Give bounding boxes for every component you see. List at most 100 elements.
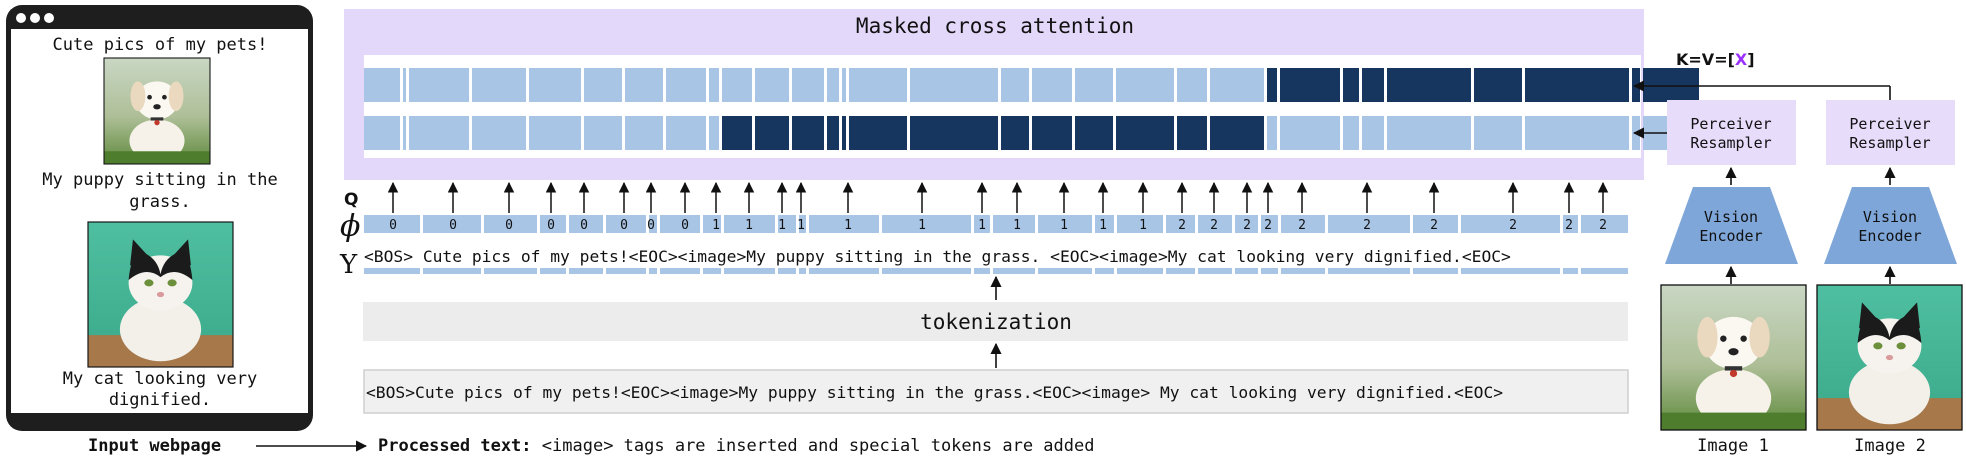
encoder-1-line1: Vision: [1704, 208, 1758, 226]
webpage-caption-cat-line1: My cat looking very: [63, 369, 257, 389]
processed-caption: Processed text: <image> tags are inserte…: [378, 436, 1094, 456]
token-bar-separator: [1560, 268, 1563, 274]
attention-cell: [1075, 68, 1113, 102]
attention-cell: [1525, 68, 1629, 102]
tokenization-label: tokenization: [920, 310, 1072, 334]
encoder-2-line2: Encoder: [1858, 227, 1921, 245]
attention-cell: [1387, 116, 1471, 150]
attention-cell: [1362, 68, 1384, 102]
phi-value: 0: [547, 218, 555, 233]
attention-cell: [842, 68, 846, 102]
phi-value: 1: [844, 218, 852, 233]
resampler-2-line1: Perceiver: [1849, 115, 1930, 133]
attention-cell: [1525, 116, 1629, 150]
attention-cell: [1177, 116, 1207, 150]
token-bar-separator: [1458, 268, 1461, 274]
attention-cell: [1280, 68, 1340, 102]
token-bar-separator: [971, 268, 974, 274]
attention-cell: [666, 68, 706, 102]
attention-cell: [1474, 116, 1522, 150]
token-bar-separator: [1232, 268, 1235, 274]
token-bar-separator: [537, 268, 540, 274]
phi-value: 2: [1430, 218, 1438, 233]
attention-cell: [910, 116, 998, 150]
phi-value: 2: [1363, 218, 1371, 233]
token-bar-separator: [1163, 268, 1166, 274]
webpage-caption-puppy-line2: grass.: [129, 192, 190, 212]
phi-value: 1: [1099, 218, 1107, 233]
token-bar-separator: [775, 268, 778, 274]
masked-cross-attention-block: Masked cross attention: [344, 9, 1699, 180]
phi-bar-separator: [1578, 215, 1581, 233]
token-bar-separator: [646, 268, 649, 274]
phi-value: 0: [505, 218, 513, 233]
phi-value: 2: [1298, 218, 1306, 233]
input-webpage-panel: Cute pics of my pets! My puppy sitting i…: [6, 5, 313, 431]
attention-cell: [1343, 116, 1359, 150]
phi-bar-separator: [657, 215, 660, 233]
encoder-1-line2: Encoder: [1699, 227, 1762, 245]
token-bar-separator: [879, 268, 882, 274]
attention-cell: [1267, 68, 1277, 102]
phi-bar-separator: [566, 215, 569, 233]
phi-value: 1: [745, 218, 753, 233]
phi-value: 1: [978, 218, 986, 233]
window-dot-icon: [16, 13, 26, 23]
resampler-2-line2: Resampler: [1849, 134, 1930, 152]
attention-cell: [827, 68, 839, 102]
token-bar-separator: [1325, 268, 1328, 274]
kv-arrows: [1632, 80, 1891, 139]
tokenization-box: [363, 302, 1628, 341]
image-1-label: Image 1: [1697, 436, 1769, 456]
phi-value: 0: [681, 218, 689, 233]
phi-value: 0: [389, 218, 397, 233]
attention-cell: [755, 68, 789, 102]
q-label: Q: [344, 190, 358, 210]
attention-cell: [849, 116, 907, 150]
phi-value: 2: [1264, 218, 1272, 233]
phi-value: 1: [918, 218, 926, 233]
attention-cell: [849, 68, 907, 102]
phi-bar-separator: [1560, 215, 1563, 233]
image-2: [1816, 284, 1963, 431]
phi-value: 0: [449, 218, 457, 233]
phi-value: 2: [1509, 218, 1517, 233]
phi-bar-separator: [879, 215, 882, 233]
phi-bar-separator: [1325, 215, 1328, 233]
attention-cell: [1116, 68, 1174, 102]
token-bar-separator: [1578, 268, 1581, 274]
attention-cell: [842, 116, 846, 150]
token-bar-separator: [1258, 268, 1261, 274]
encoder-column-1: Perceiver Resampler Vision Encoder Image…: [1660, 100, 1807, 456]
attention-cell: [1267, 116, 1277, 150]
phi-bar-separator: [796, 215, 799, 233]
phi-bar-separator: [1232, 215, 1235, 233]
image-2-label: Image 2: [1854, 436, 1926, 456]
phi-label: ϕ: [340, 209, 360, 244]
image-1: [1660, 284, 1807, 431]
processed-text-box: [363, 369, 1629, 414]
attention-cell: [1116, 116, 1174, 150]
resampler-1-line1: Perceiver: [1690, 115, 1771, 133]
attention-cell: [709, 68, 719, 102]
token-bar-separator: [1114, 268, 1117, 274]
attention-cell: [722, 116, 752, 150]
phi-value: 2: [1243, 218, 1251, 233]
query-arrows: [387, 181, 1609, 213]
kv-label: K=V=[X]: [1676, 50, 1755, 69]
phi-bar-separator: [1410, 215, 1413, 233]
puppy-thumbnail: [103, 57, 211, 165]
cat-thumbnail: [87, 221, 234, 368]
attention-cell: [1001, 116, 1029, 150]
window-dot-icon: [30, 13, 40, 23]
phi-bar-separator: [990, 215, 993, 233]
phi-bar-separator: [646, 215, 649, 233]
attention-cell: [1210, 68, 1264, 102]
phi-value: 0: [647, 218, 655, 233]
attention-cell: [584, 116, 622, 150]
processed-text: <BOS>Cute pics of my pets!<EOC><image>My…: [366, 383, 1503, 402]
attention-cell: [364, 68, 400, 102]
attention-cell: [755, 116, 789, 150]
